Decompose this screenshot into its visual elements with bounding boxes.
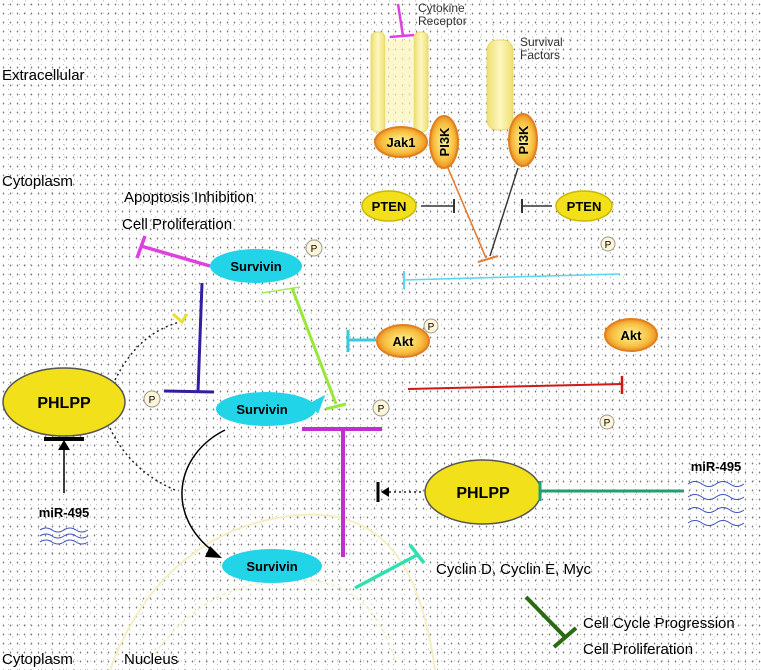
cytokine-inhibit-bar — [389, 33, 415, 39]
akt-left-label: Akt — [393, 334, 415, 349]
cell-cycle-progression-label: Cell Cycle Progression — [583, 615, 735, 632]
survivin-top-node — [210, 249, 302, 283]
akt-right-label: Akt — [621, 328, 643, 343]
pi3k-left-label: PI3K — [437, 127, 452, 157]
survivin-nucleus-label: Survivin — [246, 559, 297, 574]
cytoplasm-bottom-label: Cytoplasm — [2, 651, 73, 668]
mir-right-label: miR-495 — [691, 459, 742, 474]
navy-vertical-line — [196, 282, 204, 393]
survival-factor-receptor — [486, 39, 514, 131]
phlpp-dotted-down — [109, 427, 176, 491]
survivin-top-label: Survivin — [230, 259, 281, 274]
cell-cycle-inhibit-line — [524, 595, 567, 639]
mir-left-arrowhead — [58, 440, 70, 450]
phospho-right-lower — [599, 414, 615, 430]
survival-factors-label-2: Factors — [520, 48, 560, 62]
survivin-mid-node — [216, 392, 316, 426]
phlpp-right-label: PHLPP — [456, 485, 510, 502]
cytokine-receptor — [370, 31, 429, 133]
svg-text:P: P — [604, 418, 611, 429]
jak1-node — [374, 126, 428, 158]
pten-right-node — [555, 190, 613, 222]
cytokine-inhibit-line — [396, 3, 405, 37]
mir-left-label: miR-495 — [39, 505, 90, 520]
phlpp-left-node — [2, 367, 126, 437]
survivin-nucleus-node — [222, 549, 322, 583]
survivin-mid-tail — [310, 395, 325, 414]
cytokine-receptor-label-1: Cytokine — [418, 1, 465, 15]
pi3k-right-label: PI3K — [516, 125, 531, 155]
cyclins-label: Cyclin D, Cyclin E, Myc — [436, 561, 592, 578]
cyan-inhibit-line — [403, 273, 621, 281]
svg-text:P: P — [311, 244, 318, 255]
survivin-mid-label: Survivin — [236, 402, 287, 417]
pi3k-left-node — [429, 115, 459, 169]
pten-left-node — [361, 190, 417, 222]
pi3k-right-node — [508, 113, 538, 167]
phospho-phlpp-left — [143, 390, 161, 408]
apoptosis-inhibition-label: Apoptosis Inhibition — [124, 189, 254, 206]
phospho-akt-left — [423, 318, 439, 334]
green-inhibit-mark — [261, 286, 301, 294]
svg-text:P: P — [428, 322, 435, 333]
phlpp-dotted-up-bar — [172, 312, 189, 325]
green-inhibit-bar — [325, 402, 347, 411]
svg-text:P: P — [605, 240, 612, 251]
phlpp-right-arrowhead — [381, 487, 389, 497]
akt-right-node — [604, 318, 658, 352]
pten-left-label: PTEN — [372, 199, 407, 214]
jak1-label: Jak1 — [387, 135, 416, 150]
survival-factors-label-1: Survival — [520, 35, 563, 49]
teal-inhibit-line — [354, 553, 418, 590]
pi3k-inhibit-bar — [477, 255, 499, 263]
extracellular-label: Extracellular — [2, 67, 85, 84]
phospho-survivin-mid — [372, 399, 390, 417]
mir-left-rna-waves — [39, 527, 89, 545]
cytokine-receptor-label-2: Receptor — [418, 14, 467, 28]
nucleus-membrane-inner — [149, 579, 396, 661]
pten-right-label: PTEN — [567, 199, 602, 214]
phospho-right-upper — [600, 236, 616, 252]
cell-proliferation-top-label: Cell Proliferation — [122, 216, 232, 233]
akt-left-node — [376, 324, 430, 358]
teal-inhibit-bar — [408, 543, 426, 565]
cytoplasm-top-label: Cytoplasm — [2, 173, 73, 190]
svg-text:P: P — [378, 404, 385, 415]
nucleus-label: Nucleus — [124, 651, 178, 668]
pi3k-right-arrow — [489, 167, 519, 257]
cell-proliferation-bottom-label: Cell Proliferation — [583, 641, 693, 658]
green-inhibit-line — [290, 287, 338, 405]
pi3k-left-arrow — [447, 167, 487, 259]
nuclear-import-arrow — [181, 429, 226, 553]
survivin-outcome-inhibit-line — [140, 244, 211, 268]
cell-cycle-inhibit-bar — [552, 626, 578, 649]
phospho-survivin-top — [305, 239, 323, 257]
phlpp-left-label: PHLPP — [37, 395, 91, 412]
mir-right-rna-waves — [687, 481, 745, 526]
red-inhibit-line — [407, 383, 623, 390]
svg-text:P: P — [149, 395, 156, 406]
nucleus-membrane — [109, 513, 436, 670]
phlpp-dotted-up — [114, 321, 181, 381]
nuclear-import-arrowhead — [205, 546, 222, 558]
navy-horizontal-line — [163, 389, 215, 394]
survivin-outcome-inhibit-bar — [135, 235, 147, 259]
